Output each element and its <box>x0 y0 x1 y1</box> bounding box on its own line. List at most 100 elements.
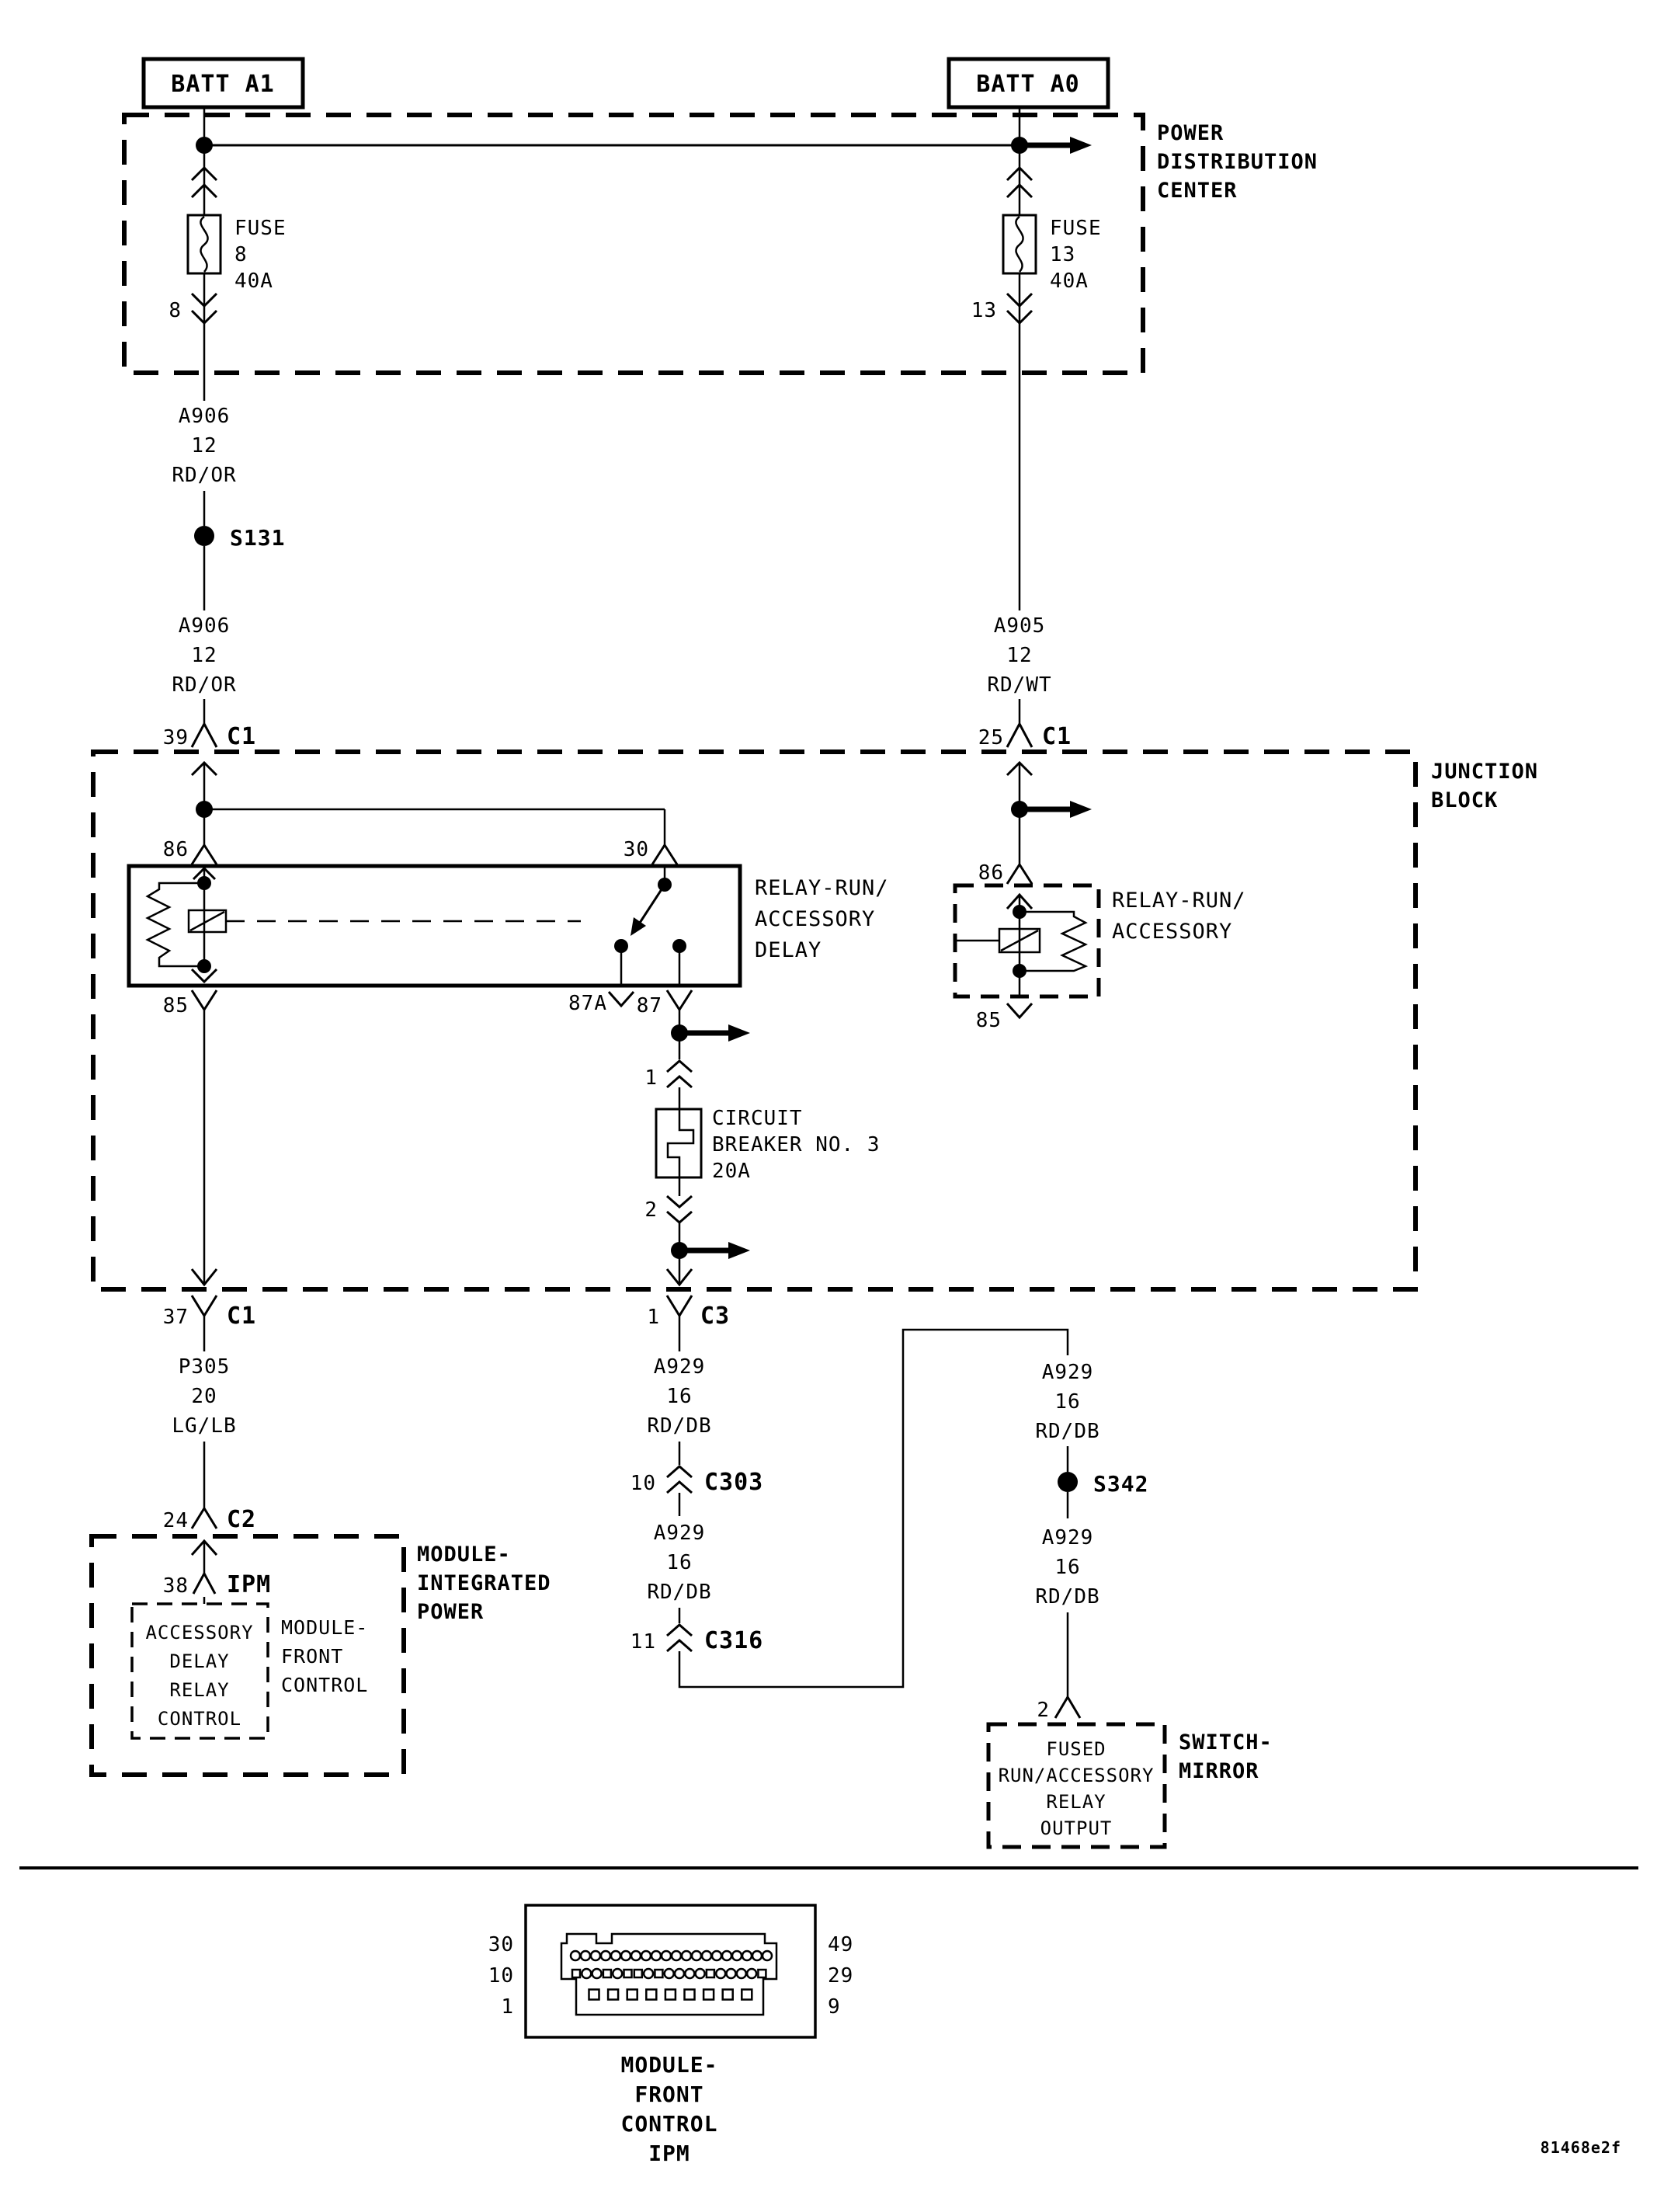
switch-mirror-box <box>986 1722 1167 1849</box>
junction-block-label-line1: JUNCTION <box>1431 760 1538 784</box>
switch-mirror: FUSED RUN/ACCESSORY RELAY OUTPUT <box>986 1722 1167 1849</box>
adrc-label-line3: RELAY <box>169 1679 229 1701</box>
relay-delay-switch-arrowhead-icon <box>630 917 646 936</box>
mip-label-line3: POWER <box>417 1600 484 1624</box>
wire-a929-r1-circuit: A929 <box>1042 1361 1094 1384</box>
connector-39-c1-fork-icon <box>190 723 218 748</box>
fuse-13-out-connector-icon <box>1006 292 1033 325</box>
mip-label-line1: MODULE- <box>417 1542 511 1567</box>
connector-pin-icon <box>654 1968 664 1979</box>
jb-mid-exit-arrow-icon <box>665 1268 693 1287</box>
switch-mirror-label-line1: SWITCH- <box>1179 1730 1273 1755</box>
breaker-label-line1: CIRCUIT <box>712 1107 803 1130</box>
mip-label-line2: INTEGRATED <box>417 1571 551 1595</box>
relay-run-accessory-delay <box>127 864 742 988</box>
connector-pin-icon <box>581 1967 592 1980</box>
junction-block: JUNCTION BLOCK 86 30 <box>91 750 1538 1292</box>
breaker-out-connector-icon <box>666 1195 693 1224</box>
connector-pin-icon <box>623 1968 633 1979</box>
power-distribution-center: POWER DISTRIBUTION CENTER BATT A1 BATT A… <box>122 57 1318 610</box>
connector-outer-box <box>524 1904 817 2039</box>
connector-label-line3: CONTROL <box>620 2111 717 2137</box>
wire-a905-circuit: A905 <box>994 614 1046 638</box>
wire-a929-r2-circuit: A929 <box>1042 1526 1094 1549</box>
relay-acc-resistor-icon <box>1020 910 1089 972</box>
fuse-13-symbol <box>1002 214 1037 275</box>
batt-a0-label: BATT A0 <box>976 71 1079 98</box>
wire-a906-lower-gauge: 12 <box>191 644 217 667</box>
connector-pin-icon <box>741 1949 753 1962</box>
connector-pin-icon <box>745 1967 758 1980</box>
relay-delay-box <box>127 864 742 988</box>
left-feed-wire: A906 12 RD/OR S131 A906 12 RD/OR 39 C1 <box>163 405 285 750</box>
jb-right-continuation-arrow <box>1020 801 1092 818</box>
connector-39-pin: 39 <box>163 726 189 750</box>
wire-p305-circuit: P305 <box>179 1355 231 1379</box>
accessory-delay-relay-control-box <box>130 1602 269 1740</box>
connector-right-pin-29: 29 <box>828 1964 853 1988</box>
jb-87-continuation-arrow <box>679 1024 750 1042</box>
switch-mirror-inner-line4: OUTPUT <box>1040 1817 1113 1839</box>
adrc-label-line1: ACCESSORY <box>145 1622 253 1643</box>
connector-c303-icon <box>666 1465 693 1494</box>
mip-sub-label-line1: MODULE- <box>281 1616 368 1639</box>
connector-c316-pin: 11 <box>630 1630 656 1654</box>
relay-delay-pin85-fork-icon <box>190 989 218 1010</box>
connector-pin-icon <box>751 1949 763 1962</box>
connector-pin-icon <box>610 1949 622 1962</box>
connector-pin-icon <box>741 1988 753 2001</box>
relay-delay-label-line2: ACCESSORY <box>755 907 875 931</box>
connector-pin-icon <box>680 1949 693 1962</box>
jb-breaker-continuation-arrow <box>679 1242 750 1259</box>
connector-37-pin: 37 <box>163 1306 189 1329</box>
connector-38-pin: 38 <box>163 1574 189 1598</box>
bus-continuation-arrow <box>1020 137 1092 154</box>
connector-pin-icon <box>731 1949 743 1962</box>
connector-pin-icon <box>714 1967 727 1980</box>
pdc-boundary-box <box>122 113 1145 375</box>
connector-pin-icon <box>673 1967 686 1980</box>
mip-entry-arrow-icon <box>190 1539 218 1556</box>
relay-acc-pin86-fork-icon <box>1006 864 1033 885</box>
connector-24-pin: 24 <box>163 1509 189 1532</box>
wire-a929-r1-color: RD/DB <box>1035 1420 1099 1443</box>
wire-route-to-switch-mirror <box>678 1328 1069 1689</box>
connector-pin-icon <box>702 1988 715 2001</box>
wire-a929-mid2-circuit: A929 <box>654 1522 706 1545</box>
connector-pin-icon <box>569 1949 582 1962</box>
adrc-label-line4: CONTROL <box>158 1708 241 1730</box>
connector-pin-icon <box>721 1988 734 2001</box>
relay-acc-label-line1: RELAY-RUN/ <box>1112 889 1246 913</box>
connector-pin-grid <box>569 1949 773 2001</box>
relay-delay-switch-arm <box>638 884 666 923</box>
breaker-pin-out: 2 <box>644 1198 658 1222</box>
pdc-label-line2: DISTRIBUTION <box>1157 150 1318 174</box>
relay-delay-label-line1: RELAY-RUN/ <box>755 876 889 900</box>
junction-block-boundary-box <box>91 750 1418 1292</box>
connector-left-pin-10: 10 <box>488 1964 514 1988</box>
jb-left-entry-arrow-icon <box>190 760 218 777</box>
connector-pin-icon <box>630 1949 642 1962</box>
connector-left-pin-1: 1 <box>501 1995 514 2019</box>
batt-a0-box <box>947 57 1110 110</box>
connector-left-pin-30: 30 <box>488 1933 514 1956</box>
connector-38-name: IPM <box>227 1571 271 1598</box>
jb-left-exit-arrow-icon <box>190 1268 218 1287</box>
connector-25-c1-fork-icon <box>1006 723 1033 748</box>
relay-acc-entry-arrow-icon <box>1006 892 1033 909</box>
pdc-label-line1: POWER <box>1157 121 1224 145</box>
connector-pin-icon <box>589 1949 602 1962</box>
mip-sub-label-line2: FRONT <box>281 1645 343 1668</box>
connector-pin-icon <box>690 1949 703 1962</box>
connector-label-line2: FRONT <box>634 2082 703 2107</box>
splice-s131-dot <box>194 526 214 546</box>
fuse-8-out-connector-icon <box>190 292 218 325</box>
connector-pin-icon <box>599 1949 612 1962</box>
connector-label-line4: IPM <box>648 2141 690 2166</box>
relay-delay-pin86-fork-icon <box>190 844 218 865</box>
wire-a905-color: RD/WT <box>987 673 1051 697</box>
left-branch: 37 C1 P305 20 LG/LB 24 C2 38 IPM ACCESSO… <box>89 1295 551 1777</box>
wire-a906-lower-circuit: A906 <box>179 614 231 638</box>
